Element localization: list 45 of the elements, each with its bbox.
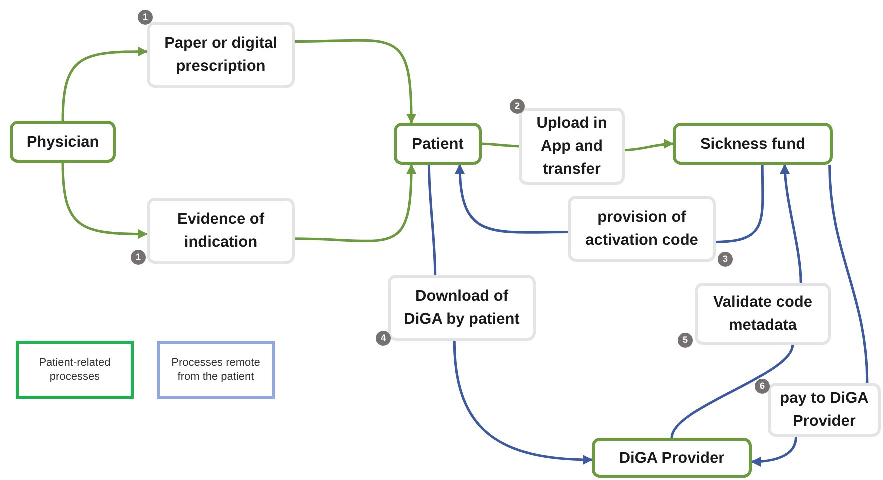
process-box	[519, 108, 625, 185]
step-number-badge: 2	[510, 99, 525, 114]
node-label: Physician	[26, 132, 100, 152]
node-label: Paper or digital prescription	[164, 34, 278, 77]
step-number-badge: 4	[376, 331, 391, 346]
legend-item: Processes remote from the patient	[157, 341, 275, 399]
step-number-badge: 5	[678, 333, 693, 348]
process-box	[147, 22, 295, 88]
step-number-badge: 1	[138, 10, 153, 25]
node-label: Evidence of indication	[176, 210, 266, 253]
connector-line	[670, 344, 794, 438]
step-number-badge: 3	[718, 252, 733, 267]
arrow	[624, 139, 674, 152]
step-number-badge: 6	[755, 379, 770, 394]
node-label: Patient	[412, 134, 464, 154]
process-box	[695, 283, 831, 345]
process-box	[147, 198, 295, 264]
arrow	[780, 164, 802, 284]
arrow	[62, 162, 148, 240]
entity-box	[10, 121, 116, 163]
connector-line	[482, 142, 520, 148]
connector-line	[716, 164, 764, 244]
step-number-badge: 1	[131, 250, 146, 265]
arrow	[455, 164, 568, 234]
process-box	[568, 196, 716, 262]
node-label: Sickness fund	[700, 134, 806, 154]
entity-box	[394, 123, 482, 165]
arrow	[453, 340, 593, 465]
arrow	[751, 436, 798, 467]
node-label: pay to DiGA Provider	[779, 389, 870, 432]
node-label: provision of activation code	[584, 208, 700, 251]
arrow	[294, 39, 416, 124]
node-label: Validate code metadata	[712, 293, 814, 336]
node-label: DiGA Provider	[619, 448, 725, 468]
connector-line	[428, 164, 437, 276]
arrow	[294, 164, 416, 242]
entity-box	[673, 123, 833, 165]
process-box	[768, 383, 881, 437]
arrow	[62, 46, 148, 122]
node-label: Download of DiGA by patient	[403, 287, 521, 330]
legend-item: Patient-related processes	[16, 341, 134, 399]
connector-line	[828, 164, 869, 384]
process-box	[388, 275, 536, 341]
node-label: Upload in App and transfer	[536, 114, 608, 180]
entity-box	[592, 438, 752, 478]
